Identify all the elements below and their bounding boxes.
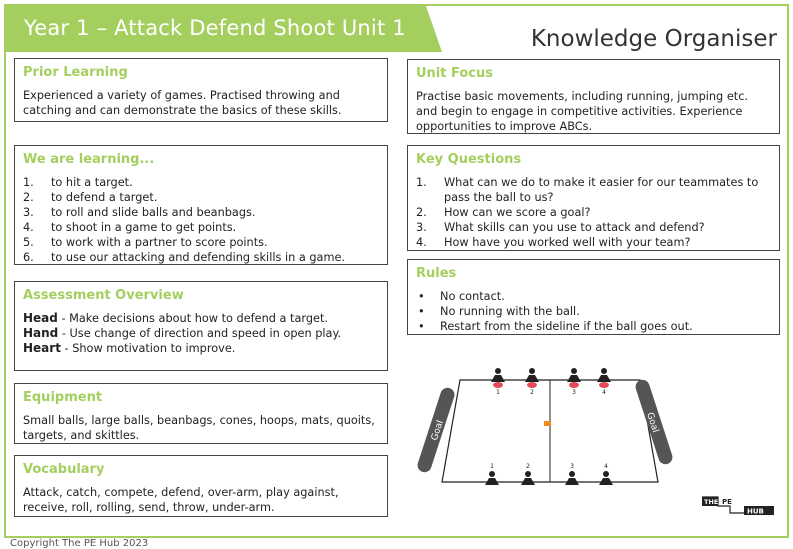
logo-text-the: THE	[704, 498, 718, 506]
key-questions-box: Key Questions 1.What can we do to make i…	[407, 145, 780, 251]
target-marker	[569, 382, 579, 388]
list-item: 3.to roll and slide balls and beanbags.	[23, 206, 256, 219]
rules-heading: Rules	[416, 266, 457, 281]
logo-block	[744, 506, 774, 515]
player-icon: 1	[491, 368, 505, 396]
page-subtitle: Knowledge Organiser	[530, 26, 777, 52]
list-item: •No running with the ball.	[418, 305, 580, 318]
assessment-line: Hand - Use change of direction and speed…	[23, 326, 342, 340]
player-body	[525, 375, 539, 382]
list-item: •No contact.	[418, 290, 505, 303]
pe-hub-logo: THE PE HUB	[702, 496, 774, 516]
player-icon: 4	[599, 463, 613, 485]
title-banner	[6, 6, 442, 52]
vocabulary-heading: Vocabulary	[23, 462, 105, 477]
player-number: 2	[526, 463, 530, 470]
player-icon: 3	[567, 368, 581, 396]
player-icon: 2	[525, 368, 539, 396]
player-number: 1	[496, 389, 500, 396]
assessment-box: Assessment Overview Head - Make decision…	[14, 281, 388, 371]
player-body	[521, 478, 535, 485]
player-number: 1	[490, 463, 494, 470]
prior-learning-heading: Prior Learning	[23, 65, 128, 80]
player-body	[597, 375, 611, 382]
player-icon: 3	[565, 463, 579, 485]
player-head	[495, 368, 501, 374]
unit-focus-heading: Unit Focus	[416, 66, 493, 81]
player-icon: 1	[485, 463, 499, 485]
key-questions-heading: Key Questions	[416, 152, 522, 167]
player-head	[529, 368, 535, 374]
player-head	[489, 471, 495, 477]
questions-list: 1.What can we do to make it easier for o…	[416, 175, 771, 250]
logo-text-hub: HUB	[747, 508, 764, 516]
player-number: 3	[570, 463, 574, 470]
list-item: 2.to defend a target.	[23, 191, 158, 204]
bottom-team: 1 2 3 4	[485, 463, 613, 485]
target-marker	[493, 382, 503, 388]
rules-box: Rules •No contact. •No running with the …	[407, 259, 780, 335]
we-are-learning-heading: We are learning...	[23, 152, 155, 167]
list-item: 2.How can we score a goal?	[416, 206, 591, 219]
assessment-line: Head - Make decisions about how to defen…	[23, 311, 328, 325]
assessment-heading: Assessment Overview	[23, 288, 184, 303]
list-item: 1.to hit a target.	[23, 176, 133, 189]
assessment-line: Heart - Show motivation to improve.	[23, 341, 236, 355]
player-head	[601, 368, 607, 374]
list-item: 6.to use our attacking and defending ski…	[23, 251, 345, 264]
player-body	[565, 478, 579, 485]
prior-learning-box: Prior Learning Experienced a variety of …	[14, 58, 388, 122]
goal-icon	[417, 387, 455, 473]
page-title: Year 1 – Attack Defend Shoot Unit 1	[24, 16, 406, 40]
prior-learning-text: Experienced a variety of games. Practise…	[23, 89, 342, 117]
player-body	[567, 375, 581, 382]
vocabulary-box: Vocabulary Attack, catch, compete, defen…	[14, 455, 388, 517]
player-head	[569, 471, 575, 477]
cone-icon	[544, 421, 551, 426]
goal-icon	[635, 379, 673, 465]
player-number: 2	[530, 389, 534, 396]
list-item: 5.to work with a partner to score points…	[23, 236, 268, 249]
list-item: •Restart from the sideline if the ball g…	[418, 320, 693, 333]
rules-list: •No contact. •No running with the ball. …	[416, 289, 771, 334]
equipment-text: Small balls, large balls, beanbags, cone…	[23, 414, 375, 442]
equipment-heading: Equipment	[23, 390, 103, 405]
list-item: 3.What skills can you use to attack and …	[416, 221, 705, 234]
player-number: 4	[602, 389, 606, 396]
logo-block	[702, 497, 718, 506]
target-marker	[527, 382, 537, 388]
list-item: 4.to shoot in a game to get points.	[23, 221, 237, 234]
unit-focus-text: Practise basic movements, including runn…	[416, 90, 749, 133]
player-body	[599, 478, 613, 485]
unit-focus-box: Unit Focus Practise basic movements, inc…	[407, 59, 780, 134]
player-body	[485, 478, 499, 485]
player-head	[603, 471, 609, 477]
player-icon: 2	[521, 463, 535, 485]
learning-list: 1.to hit a target. 2.to defend a target.…	[23, 175, 379, 265]
player-icon: 4	[597, 368, 611, 396]
target-marker	[599, 382, 609, 388]
player-head	[571, 368, 577, 374]
vocabulary-text: Attack, catch, compete, defend, over-arm…	[23, 486, 339, 514]
we-are-learning-box: We are learning... 1.to hit a target. 2.…	[14, 145, 388, 265]
player-body	[491, 375, 505, 382]
player-number: 4	[604, 463, 608, 470]
list-item: 4.How have you worked well with your tea…	[416, 236, 691, 249]
copyright-footer: Copyright The PE Hub 2023	[10, 538, 149, 549]
logo-text-pe: PE	[722, 498, 732, 506]
list-item: 1.What can we do to make it easier for o…	[416, 176, 759, 204]
player-number: 3	[572, 389, 576, 396]
player-head	[525, 471, 531, 477]
equipment-box: Equipment Small balls, large balls, bean…	[14, 383, 388, 444]
top-team: 1 2 3 4	[491, 368, 611, 396]
